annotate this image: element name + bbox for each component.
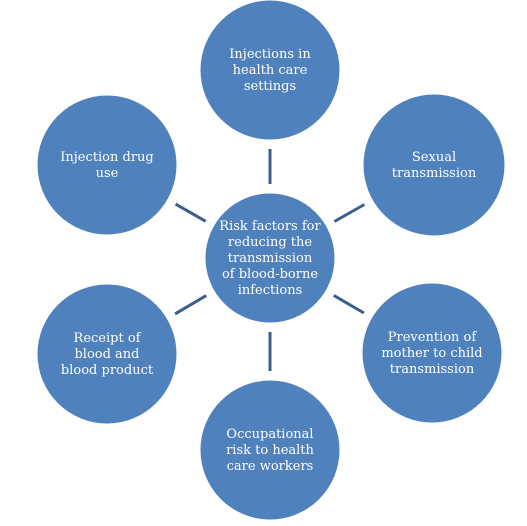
node-receipt-of-blood-label-line: Receipt of <box>74 331 142 346</box>
node-occupational-risk-label-line: care workers <box>227 459 314 474</box>
center-node-label-line: Risk factors for <box>219 219 321 234</box>
node-injection-drug-use-circle <box>34 92 180 238</box>
node-sexual-transmission-label-line: transmission <box>392 166 477 181</box>
node-sexual-transmission-label-line: Sexual <box>412 150 456 165</box>
connector-receipt-of-blood <box>174 294 207 316</box>
node-injection-drug-use-label-line: Injection drug <box>60 150 153 165</box>
center-node-label-line: infections <box>238 283 303 298</box>
connectors <box>174 149 366 371</box>
node-mother-to-child-circle <box>359 280 505 426</box>
node-injection-drug-use-label-line: use <box>96 166 119 181</box>
node-injections-health-care-label-line: Injections in <box>229 47 311 62</box>
node-occupational-risk-label-line: Occupational <box>226 427 313 442</box>
node-occupational-risk-label-line: risk to health <box>226 443 314 458</box>
node-mother-to-child-label-line: Prevention of <box>388 330 478 345</box>
connector-injection-drug-use <box>174 202 207 223</box>
node-mother-to-child-label-line: mother to child <box>381 346 482 361</box>
center-node-circle <box>202 190 338 326</box>
node-occupational-risk-circle <box>197 377 343 523</box>
node-receipt-of-blood-label-line: blood and <box>74 347 139 362</box>
center-node-label-line: transmission <box>228 251 313 266</box>
node-receipt-of-blood-circle <box>34 281 180 427</box>
node-sexual-transmission-circle <box>360 91 508 239</box>
node-mother-to-child-label-line: transmission <box>390 362 475 377</box>
connector-sexual-transmission <box>333 203 366 223</box>
node-receipt-of-blood-label-line: blood product <box>61 363 154 378</box>
center-node-label-line: of blood-borne <box>222 267 318 282</box>
center-node-label-line: reducing the <box>228 235 312 250</box>
node-injections-health-care-label-line: settings <box>244 79 296 94</box>
connector-mother-to-child <box>333 294 365 315</box>
node-injections-health-care-circle <box>197 0 343 143</box>
node-injections-health-care-label-line: health care <box>233 63 308 78</box>
